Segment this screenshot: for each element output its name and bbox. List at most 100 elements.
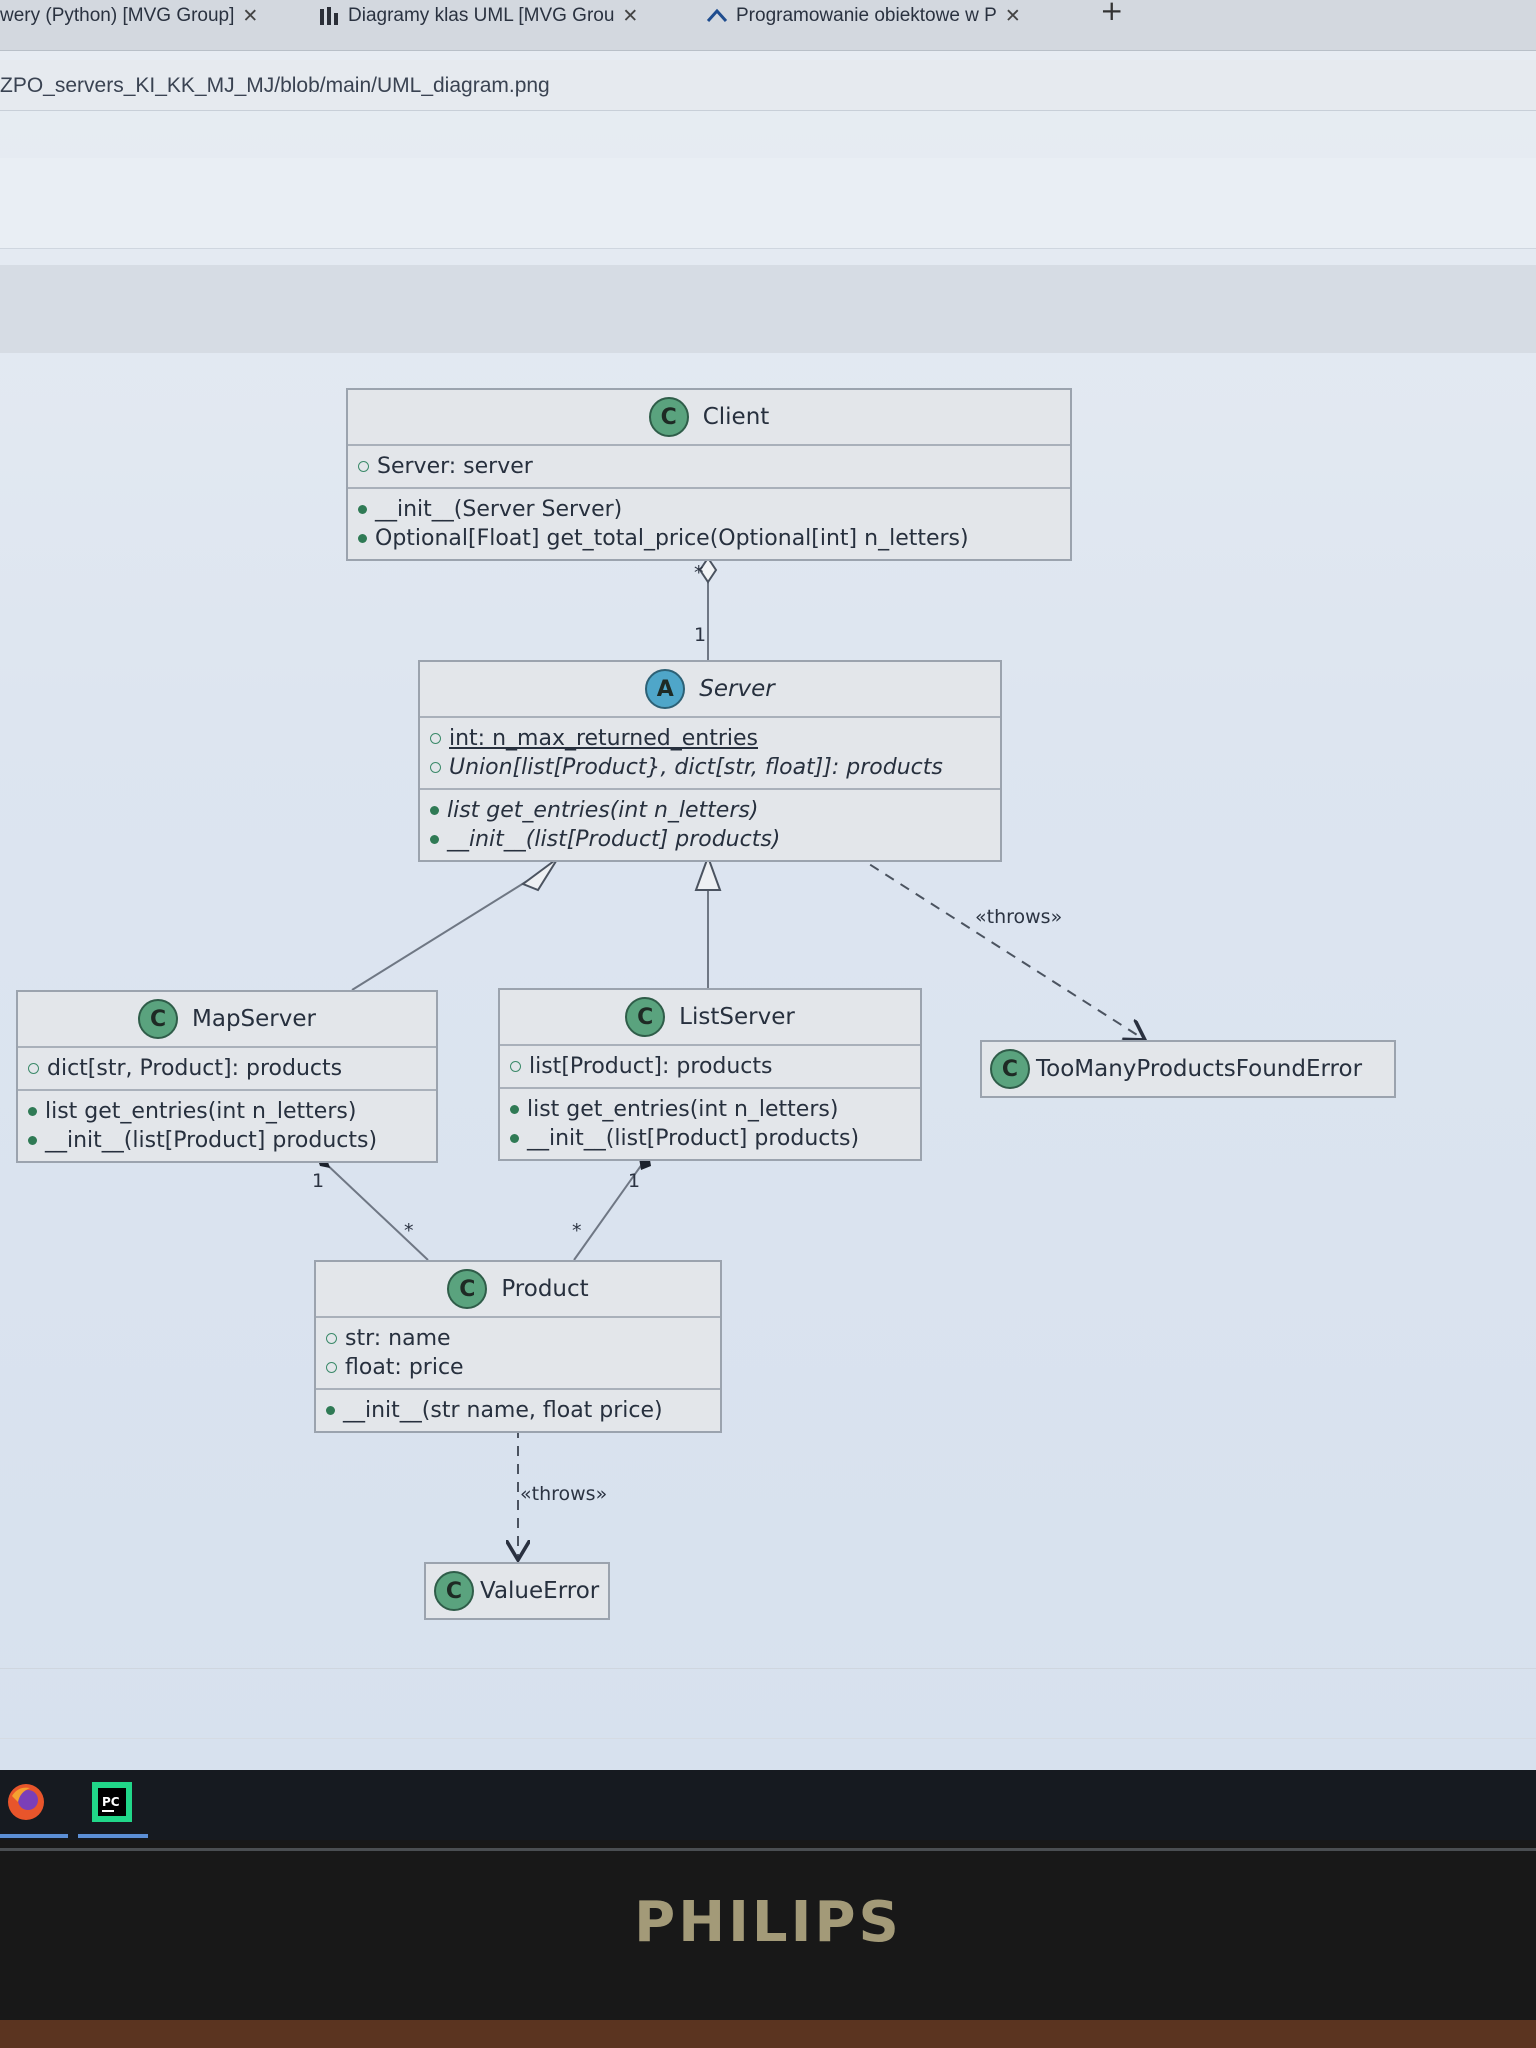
- class-methods: __init__(str name, float price): [316, 1390, 720, 1431]
- method: __init__(Server Server): [375, 497, 623, 522]
- class-name: Client: [702, 404, 770, 430]
- active-indicator: [0, 1834, 68, 1838]
- class-c-icon: C: [990, 1049, 1030, 1089]
- class-header: C ListServer: [500, 990, 920, 1046]
- method: list get_entries(int n_letters): [447, 798, 759, 823]
- field: dict[str, Product]: products: [47, 1056, 343, 1081]
- page-toolbar-band: [0, 265, 1536, 353]
- method: __init__(list[Product] products): [527, 1126, 860, 1151]
- class-c-icon: C: [434, 1571, 474, 1611]
- tab-label: Diagramy klas UML [MVG Grou: [348, 5, 615, 26]
- firefox-icon[interactable]: [4, 1780, 48, 1824]
- mapserver-product-composition: [321, 1159, 429, 1261]
- public-method-icon: [326, 1406, 335, 1415]
- pycharm-icon[interactable]: PC: [90, 1780, 134, 1824]
- throws-label: «throws»: [520, 1483, 608, 1505]
- class-c-icon: C: [625, 997, 666, 1037]
- close-icon[interactable]: ✕: [242, 5, 259, 27]
- throws-label: «throws»: [975, 906, 1063, 928]
- field: Union[list[Product}, dict[str, float]]: …: [449, 755, 943, 780]
- multiplicity-label: 1: [312, 1170, 325, 1192]
- method: __init__(list[Product] products): [447, 827, 781, 852]
- uml-class-toomanyproductsfounderror: C TooManyProductsFoundError: [980, 1040, 1396, 1098]
- public-field-icon: [326, 1333, 337, 1344]
- divider: [0, 1668, 1536, 1669]
- public-method-icon: [430, 806, 439, 815]
- mapserver-generalization: [351, 872, 541, 991]
- class-fields: Server: server: [348, 446, 1070, 489]
- abstract-a-icon: A: [645, 669, 686, 709]
- tab-label: Programowanie obiektowe w P: [736, 5, 997, 26]
- field: str: name: [345, 1326, 451, 1351]
- tab-label: wery (Python) [MVG Group]: [0, 5, 235, 26]
- pycharm-label: PC: [102, 1795, 120, 1809]
- multiplicity-label: *: [404, 1220, 414, 1242]
- listserver-product-composition: [573, 1159, 646, 1261]
- caret-up-icon: [706, 8, 728, 23]
- class-name: MapServer: [192, 1006, 316, 1032]
- class-c-icon: C: [138, 999, 179, 1039]
- taskbar: PC: [0, 1770, 1536, 1840]
- divider: [0, 1738, 1536, 1739]
- tab-bar: wery (Python) [MVG Group] ✕ Diagramy kla…: [0, 0, 1536, 51]
- generalization-triangle-icon: [694, 854, 722, 891]
- monitor-bezel-edge: [0, 1848, 1536, 1851]
- public-field-icon: [430, 762, 441, 773]
- class-c-icon: C: [648, 397, 689, 437]
- desk-surface: [0, 2020, 1536, 2048]
- class-methods: list get_entries(int n_letters) __init__…: [500, 1089, 920, 1159]
- class-methods: __init__(Server Server) Optional[Float] …: [348, 489, 1070, 559]
- monitor-brand-logo: PHILIPS: [634, 1890, 902, 1955]
- public-method-icon: [28, 1136, 37, 1145]
- method: Optional[Float] get_total_price(Optional…: [375, 526, 969, 551]
- field: int: n_max_returned_entries: [449, 726, 758, 751]
- active-indicator: [78, 1834, 148, 1838]
- method: list get_entries(int n_letters): [527, 1097, 839, 1122]
- url-text: ZPO_servers_KI_KK_MJ_MJ/blob/main/UML_di…: [0, 74, 550, 97]
- class-c-icon: C: [447, 1269, 488, 1309]
- aggregation-diamond-icon: [698, 556, 718, 584]
- method: list get_entries(int n_letters): [45, 1099, 357, 1124]
- public-method-icon: [358, 505, 367, 514]
- tab-python-group[interactable]: wery (Python) [MVG Group] ✕: [0, 0, 258, 32]
- new-tab-plus-icon[interactable]: +: [1100, 0, 1124, 27]
- multiplicity-label: *: [572, 1220, 582, 1242]
- uml-class-product: C Product str: name float: price __init_…: [314, 1260, 722, 1433]
- class-name: TooManyProductsFoundError: [1036, 1056, 1363, 1082]
- close-icon[interactable]: ✕: [622, 5, 639, 27]
- uml-class-client: C Client Server: server __init__(Server …: [346, 388, 1072, 561]
- uml-class-valueerror: C ValueError: [424, 1562, 610, 1620]
- class-header: A Server: [420, 662, 1000, 718]
- uml-class-mapserver: C MapServer dict[str, Product]: products…: [16, 990, 438, 1163]
- public-method-icon: [358, 534, 367, 543]
- browser-window: wery (Python) [MVG Group] ✕ Diagramy kla…: [0, 0, 1536, 1770]
- public-method-icon: [28, 1107, 37, 1116]
- class-fields: dict[str, Product]: products: [18, 1048, 436, 1091]
- page-header-band: [0, 158, 1536, 249]
- public-field-icon: [326, 1362, 337, 1373]
- method: __init__(str name, float price): [343, 1398, 663, 1423]
- class-header: C Product: [316, 1262, 720, 1318]
- multiplicity-label: *: [694, 562, 704, 584]
- class-name: ListServer: [679, 1004, 795, 1030]
- tab-uml-diagrams[interactable]: Diagramy klas UML [MVG Grou ✕: [318, 0, 638, 32]
- class-fields: str: name float: price: [316, 1318, 720, 1390]
- public-field-icon: [28, 1063, 39, 1074]
- uml-class-listserver: C ListServer list[Product]: products lis…: [498, 988, 922, 1161]
- chart-bars-icon: [320, 7, 338, 25]
- generalization-triangle-icon: [520, 857, 559, 892]
- field: float: price: [345, 1355, 464, 1380]
- class-name: Product: [501, 1276, 589, 1302]
- class-fields: int: n_max_returned_entries Union[list[P…: [420, 718, 1000, 790]
- address-bar[interactable]: ZPO_servers_KI_KK_MJ_MJ/blob/main/UML_di…: [0, 60, 1536, 111]
- uml-class-server: A Server int: n_max_returned_entries Uni…: [418, 660, 1002, 862]
- field: Server: server: [377, 454, 533, 479]
- field: list[Product]: products: [529, 1054, 773, 1079]
- public-method-icon: [430, 835, 439, 844]
- class-name: ValueError: [480, 1578, 600, 1604]
- tab-oop[interactable]: Programowanie obiektowe w P ✕: [706, 0, 1021, 32]
- close-icon[interactable]: ✕: [1004, 5, 1021, 27]
- class-methods: list get_entries(int n_letters) __init__…: [18, 1091, 436, 1161]
- class-name: Server: [699, 676, 775, 702]
- class-fields: list[Product]: products: [500, 1046, 920, 1089]
